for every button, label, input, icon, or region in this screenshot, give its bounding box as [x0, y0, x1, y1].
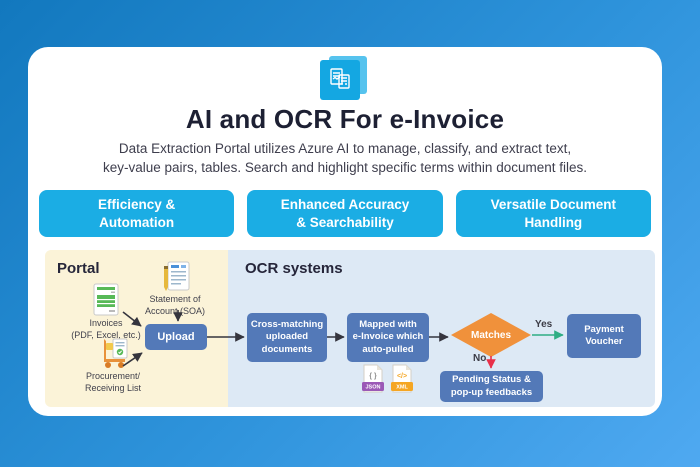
- payment-voucher-node: Payment Voucher: [567, 314, 641, 358]
- svg-text:{ }: { }: [369, 373, 377, 380]
- statement-of-account-icon: [160, 260, 190, 298]
- pending-status-node: Pending Status & pop-up feedbacks: [440, 371, 543, 402]
- portal-section-title: Portal: [57, 260, 100, 277]
- upload-node: Upload: [145, 324, 207, 350]
- cross-matching-node: Cross-matching uploaded documents: [247, 313, 327, 362]
- yes-edge-label: Yes: [535, 319, 553, 330]
- no-edge-label: No: [473, 353, 487, 364]
- page-title: AI and OCR For e-Invoice: [185, 104, 505, 134]
- chip-efficiency-automation: Efficiency & Automation: [39, 190, 235, 238]
- json-file-icon: { } JSON: [361, 364, 385, 402]
- svg-text:</>: </>: [397, 373, 407, 380]
- soa-label: Statement of Account (SOA): [144, 294, 206, 316]
- documents-scan-icon: [320, 60, 360, 100]
- chip-versatile-handling: Versatile Document Handling: [455, 190, 651, 238]
- flowchart: Portal OCR systems Invoices (PDF, Excel,…: [45, 250, 655, 407]
- chip-enhanced-accuracy: Enhanced Accuracy & Searchability: [247, 190, 443, 238]
- procurement-label: Procurement/ Receiving List: [84, 371, 142, 393]
- procurement-cart-icon: [97, 335, 133, 375]
- matches-label: Matches: [470, 329, 511, 341]
- invoices-label: Invoices (PDF, Excel, etc.): [71, 318, 141, 340]
- page-subtitle: Data Extraction Portal utilizes Azure AI…: [103, 141, 587, 175]
- ocr-section-title: OCR systems: [245, 260, 343, 277]
- matches-decision-node: Matches: [451, 313, 531, 357]
- mapped-einvoice-node: Mapped with e-Invoice which auto-pulled: [347, 313, 429, 362]
- info-card: AI and OCR For e-Invoice Data Extraction…: [28, 47, 662, 416]
- invoice-document-icon: [93, 283, 119, 321]
- logo: [320, 56, 370, 102]
- xml-file-icon: </> XML: [390, 364, 414, 402]
- xml-badge-text: XML: [396, 385, 408, 391]
- benefit-chips: Efficiency & Automation Enhanced Accurac…: [39, 190, 651, 238]
- json-badge-text: JSON: [366, 385, 381, 391]
